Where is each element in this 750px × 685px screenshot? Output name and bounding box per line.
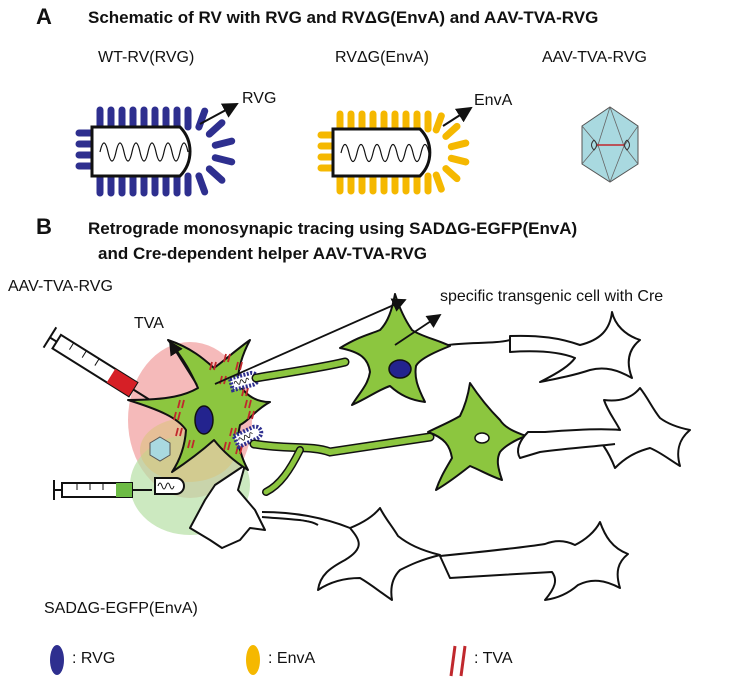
tva-receptor-mark [191,439,195,449]
tva-receptor-mark [177,411,181,421]
glycoprotein-spike [447,139,470,151]
tva-receptor-mark [247,410,251,420]
tva-receptor-mark [229,427,233,437]
tva-receptor-mark [173,411,177,421]
enva-protein-label: EnvA [474,92,513,109]
sad-particle-icon [154,477,185,495]
aav-particle-icon [149,436,171,462]
aav-capsid-icon [581,106,639,183]
tva-receptor-mark [213,361,217,371]
glycoprotein-spike [432,171,445,193]
glycoprotein-spike [211,137,236,149]
presynaptic-neuron-upper [251,293,511,406]
panel-b-title-line1: Retrograde monosynapic tracing using SAD… [88,219,578,238]
starter-neuron [127,339,271,473]
tva-receptor-mark [227,441,231,451]
tva-receptor-mark [223,353,227,363]
aav-syringe-icon [42,326,151,401]
sad-syringe-icon [53,480,152,500]
tva-receptor-mark [187,439,191,449]
panel-a-letter: A [36,4,52,29]
tva-receptor-mark [177,399,181,409]
aav-injection-label: AAV-TVA-RVG [8,278,113,295]
presynaptic-neuron-middle [249,382,621,496]
rv-delta-g-virion-icon [317,110,470,195]
enva-spike-icon [246,645,260,675]
outline-neuron-right-lower [261,507,629,601]
panel-a-title: Schematic of RV with RVG and RVΔG(EnvA) … [88,8,599,27]
wt-rv-virion-icon [75,106,236,197]
tva-label: TVA [134,315,164,332]
glycoprotein-spike [442,165,461,183]
panel-b-letter: B [36,214,52,239]
tva-receptor-icon [449,645,467,677]
glycoprotein-spike [432,112,445,134]
tva-receptor-mark [181,399,185,409]
tva-receptor-mark [245,387,249,397]
legend-enva-text: : EnvA [268,650,316,667]
panel-b-title-line2: and Cre-dependent helper AAV-TVA-RVG [98,244,428,263]
tva-receptor-mark [223,441,227,451]
tva-pointer-arrow [169,340,198,386]
tva-receptor-mark [175,427,179,437]
transgenic-cell-label: specific transgenic cell with Cre [440,288,664,305]
glycoprotein-spike [195,172,209,196]
rvg-spike-icon [50,645,64,675]
legend-tva-text: : TVA [474,650,513,667]
glycoprotein-spike [447,154,470,166]
glycoprotein-spike [205,165,226,184]
transgenic-cell-arrow-1 [214,298,407,385]
outline-neuron-right-upper [509,311,691,469]
tva-receptor-mark [248,399,252,409]
tva-receptor-mark [209,361,213,371]
outline-neuron-local [189,464,266,549]
tva-receptor-mark [227,353,231,363]
glycoprotein-spike [211,154,236,166]
tva-receptor-mark [235,361,239,371]
rv-particle-upper [227,370,260,393]
glycoprotein-spike [195,107,209,131]
aav-tva-rvg-label: AAV-TVA-RVG [542,49,647,66]
rvg-protein-label: RVG [242,90,277,107]
tva-receptor-mark [244,399,248,409]
sad-injection-label: SADΔG-EGFP(EnvA) [44,600,198,617]
legend-rvg-text: : RVG [72,650,116,667]
enva-pointer-arrow [442,106,473,127]
tva-receptor-mark [179,427,183,437]
transgenic-cell-arrow-2 [394,314,442,346]
wt-rv-label: WT-RV(RVG) [98,49,195,66]
tva-receptor-mark [239,361,243,371]
glycoprotein-spike [442,122,461,140]
rvg-pointer-arrow [199,103,239,125]
rv-particle-lower [231,424,264,450]
tva-receptor-mark [219,375,223,385]
rv-delta-g-label: RVΔG(EnvA) [335,49,429,66]
tva-receptor-mark [251,410,255,420]
glycoprotein-spike [205,119,226,138]
